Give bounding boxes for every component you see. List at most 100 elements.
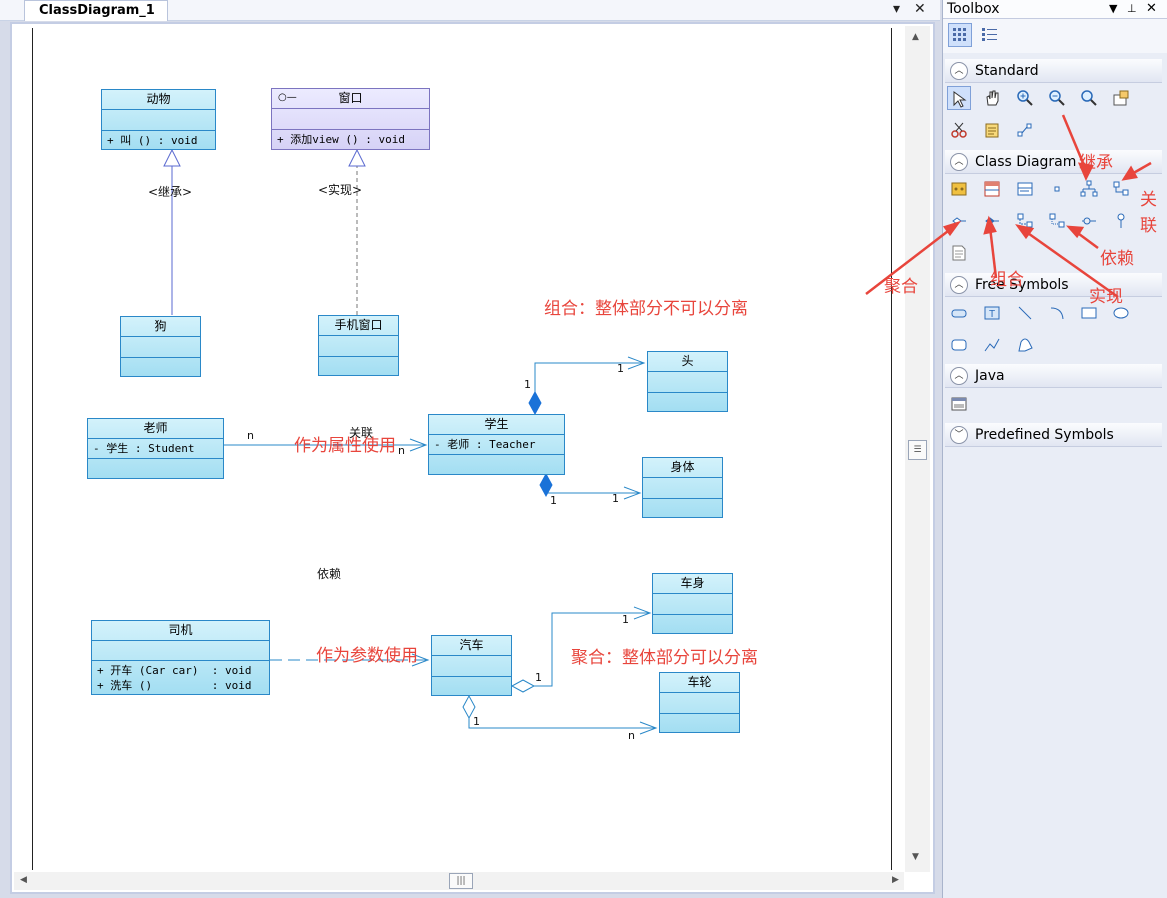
link-tool[interactable] <box>1077 209 1101 233</box>
group-label: Standard <box>975 63 1039 79</box>
scroll-up-icon[interactable]: ▲ <box>912 32 919 42</box>
inheritance-tool[interactable] <box>1077 177 1101 201</box>
zoom-fit-tool[interactable] <box>1077 86 1101 110</box>
properties-tool[interactable] <box>1109 86 1133 110</box>
interface-window[interactable]: ○— 窗口 + 添加view () : void <box>271 88 430 150</box>
group-class-diagram[interactable]: ︿ Class Diagram <box>945 150 1162 174</box>
association-tool[interactable] <box>1109 177 1133 201</box>
class-driver[interactable]: 司机 + 开车 (Car car) : void + 洗车 () : void <box>91 620 270 695</box>
multiplicity-label: 1 <box>622 613 629 626</box>
text-tool[interactable]: T <box>980 301 1004 325</box>
group-label: Java <box>975 368 1005 384</box>
class-dog[interactable]: 狗 <box>120 316 201 377</box>
aggregation-annotation: 聚合：整体部分可以分离 <box>571 648 758 668</box>
note-tool[interactable] <box>980 118 1004 142</box>
vertical-scrollbar[interactable]: ▲ ☰ ▼ <box>905 26 930 872</box>
class-attributes <box>648 372 727 393</box>
polyline-icon <box>984 338 1000 352</box>
rounded-rectangle-tool[interactable] <box>947 333 971 357</box>
class-head[interactable]: 头 <box>647 351 728 412</box>
group-standard[interactable]: ︿ Standard <box>945 59 1162 83</box>
aggregation-line-wheel[interactable] <box>468 718 656 729</box>
inheritance-label: <继承> <box>148 185 193 199</box>
list-icon <box>982 28 997 41</box>
rectangle-icon <box>1081 307 1097 319</box>
scroll-left-icon[interactable]: ◀ <box>20 875 27 885</box>
class-attributes <box>102 110 215 131</box>
interface-tool[interactable] <box>1013 177 1037 201</box>
realization-tool[interactable] <box>1013 209 1037 233</box>
group-java[interactable]: ︿ Java <box>945 364 1162 388</box>
horizontal-scroll-thumb[interactable]: ||| <box>449 873 473 889</box>
realization-icon <box>1017 213 1033 228</box>
class-animal[interactable]: 动物 + 叫 () : void <box>101 89 216 150</box>
multiplicity-label: 1 <box>473 715 480 728</box>
aggregation-diamond-carbody <box>510 679 536 693</box>
close-icon[interactable]: ✕ <box>1146 1 1157 16</box>
zoom-fit-icon <box>1081 90 1097 106</box>
tab-classdiagram[interactable]: ClassDiagram_1 <box>24 0 168 21</box>
package-tool[interactable] <box>947 177 971 201</box>
class-teacher[interactable]: 老师 - 学生 : Student <box>87 418 224 479</box>
association-label: 关联 <box>349 426 374 440</box>
dropdown-icon[interactable]: ▼ <box>1109 2 1118 15</box>
composition-line-body[interactable] <box>545 492 640 496</box>
lollipop-tool[interactable] <box>1109 209 1133 233</box>
java-tool[interactable] <box>947 392 971 416</box>
text-block-tool[interactable] <box>947 301 971 325</box>
multiplicity-label: 1 <box>524 378 531 391</box>
icon-view-button[interactable] <box>948 23 972 47</box>
vertical-scroll-thumb[interactable]: ☰ <box>908 440 927 460</box>
ellipse-tool[interactable] <box>1109 301 1133 325</box>
zoom-in-tool[interactable] <box>1013 86 1037 110</box>
horizontal-scrollbar[interactable]: ◀ ||| ▶ <box>14 872 904 890</box>
group-predefined-symbols[interactable]: ﹀ Predefined Symbols <box>945 423 1162 447</box>
object-tool[interactable] <box>1045 177 1069 201</box>
aggregation-line-carbody[interactable] <box>534 612 650 687</box>
class-attributes <box>432 656 511 677</box>
scroll-right-icon[interactable]: ▶ <box>892 875 899 885</box>
pan-tool[interactable] <box>980 86 1004 110</box>
zoom-out-tool[interactable] <box>1045 86 1069 110</box>
realization-label: <实现> <box>318 183 363 197</box>
polygon-icon <box>1018 338 1033 352</box>
class-tool[interactable] <box>980 177 1004 201</box>
class-operations <box>653 615 732 635</box>
composition-line-head[interactable] <box>534 362 644 392</box>
diagram-connectors <box>163 148 658 735</box>
toolbox-annotation-composition: 组合 <box>990 270 1024 290</box>
class-phone-window[interactable]: 手机窗口 <box>318 315 399 376</box>
svg-text:T: T <box>989 309 995 320</box>
connector-tool[interactable] <box>1013 118 1037 142</box>
group-free-symbols[interactable]: ︿ Free Symbols <box>945 273 1162 297</box>
comment-tool[interactable] <box>947 241 971 265</box>
polygon-tool[interactable] <box>1013 333 1037 357</box>
cut-tool[interactable] <box>947 118 971 142</box>
class-car[interactable]: 汽车 <box>431 635 512 696</box>
class-car-body[interactable]: 车身 <box>652 573 733 634</box>
scissors-icon <box>951 122 967 138</box>
toolbox-annotation-arrows <box>865 114 1152 299</box>
pin-icon[interactable]: ⊥ <box>1127 2 1137 15</box>
class-operations <box>319 357 398 377</box>
polyline-tool[interactable] <box>980 333 1004 357</box>
inheritance-arrowhead <box>163 148 181 167</box>
class-student[interactable]: 学生 - 老师 : Teacher <box>428 414 565 475</box>
diagram-canvas[interactable] <box>32 28 892 870</box>
class-operations <box>429 455 564 475</box>
list-view-button[interactable] <box>978 23 1002 47</box>
class-operations <box>643 499 722 519</box>
scroll-down-icon[interactable]: ▼ <box>912 852 919 862</box>
class-wheel[interactable]: 车轮 <box>659 672 740 733</box>
arc-tool[interactable] <box>1045 301 1069 325</box>
close-tab-icon[interactable]: ✕ <box>914 1 926 17</box>
tab-menu-icon[interactable]: ▾ <box>893 1 901 17</box>
dependency-tool[interactable] <box>1045 209 1069 233</box>
rectangle-tool[interactable] <box>1077 301 1101 325</box>
line-tool[interactable] <box>1013 301 1037 325</box>
rounded-rectangle-icon <box>951 339 967 351</box>
pointer-tool[interactable] <box>947 86 971 110</box>
group-label: Class Diagram <box>975 154 1077 170</box>
class-name: 学生 <box>429 415 564 435</box>
class-body[interactable]: 身体 <box>642 457 723 518</box>
